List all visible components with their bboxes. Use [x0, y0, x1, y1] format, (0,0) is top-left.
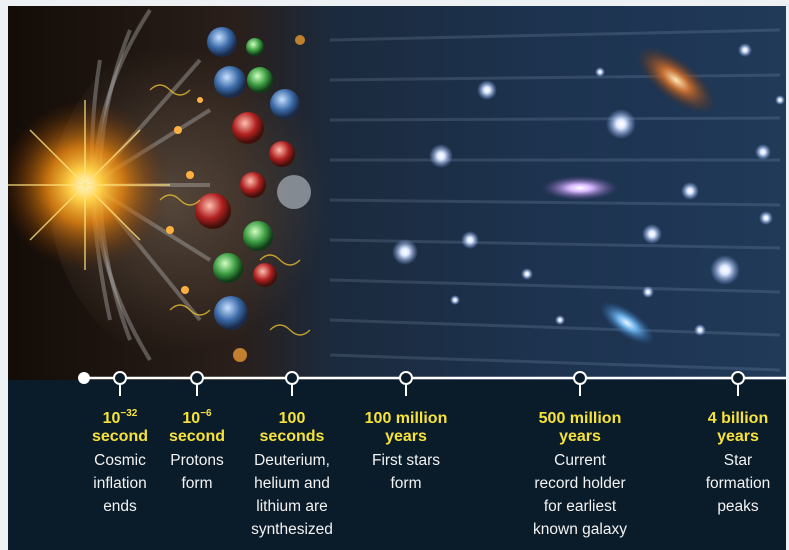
milestone-description-line: formation: [705, 475, 771, 492]
milestone-description: First stars form: [346, 449, 466, 495]
stars: [392, 43, 785, 336]
milestone-description: Deuterium, helium and lithium are synthesiz…: [232, 449, 352, 541]
photon-squiggles: [149, 84, 311, 336]
spiral-galaxy-blue: [599, 301, 655, 345]
milestone-time-value: 500 million: [538, 410, 622, 427]
milestone-description-line: synthesized: [251, 521, 333, 538]
milestone-time: 100: [232, 410, 352, 428]
milestone-time-value: 100 million: [364, 410, 448, 427]
milestone-time-unit: years: [559, 428, 601, 445]
milestone-description-line: First stars: [371, 452, 441, 469]
timeline-start-dot: [78, 372, 90, 384]
milestone-description-line: Cosmic: [94, 452, 146, 469]
milestone-time-unit: second: [91, 428, 148, 445]
milestone-description: Current record holder for earliest known ga…: [520, 449, 640, 541]
milestone-description-line: lithium are: [256, 498, 328, 515]
milestone-description-line: record holder: [534, 475, 626, 492]
milestone-time-unit: years: [385, 428, 427, 445]
milestone-time: 500 million: [520, 410, 640, 428]
particles: [166, 27, 311, 362]
milestone-time-value: 100: [278, 410, 306, 427]
milestone-description-line: peaks: [717, 498, 759, 515]
milestone-time: 10−32: [60, 408, 180, 428]
spiral-galaxy-purple: [542, 176, 618, 200]
frame-edge-top: [0, 0, 789, 6]
milestone-description-line: Current: [554, 452, 606, 469]
milestone-time-unit: years: [717, 428, 759, 445]
milestone-description-line: known galaxy: [533, 521, 627, 538]
milestone-description-line: Deuterium,: [254, 452, 330, 469]
milestone-time-value: 10: [102, 410, 121, 427]
milestone-description-line: form: [390, 475, 422, 492]
timeline-ticks: [113, 371, 745, 396]
milestone-time-unit: second: [168, 428, 225, 445]
milestone-time-value: 10: [182, 410, 201, 427]
spiral-galaxy-orange: [636, 46, 716, 114]
milestone-description-line: helium and: [254, 475, 330, 492]
label-band: [0, 380, 789, 550]
primordial-haze: [50, 10, 450, 390]
milestone-time-value: 4 billion: [707, 410, 769, 427]
milestone-description-line: form: [181, 475, 213, 492]
milestone-description-line: ends: [103, 498, 137, 515]
frame-edge-left: [0, 0, 8, 550]
milestone-description-line: Star: [723, 452, 753, 469]
milestone-time-exponent: −32: [120, 408, 138, 419]
milestone-description-line: inflation: [93, 475, 147, 492]
milestone-time: 4 billion: [678, 410, 789, 428]
milestone-description: Protons form: [137, 449, 257, 495]
milestone-description-line: Protons: [170, 452, 224, 469]
milestone-description: Cosmic inflation ends: [60, 449, 180, 518]
milestone-description-line: for earliest: [543, 498, 617, 515]
milestone-description: Star formation peaks: [678, 449, 789, 518]
frame-edge-right: [786, 0, 789, 550]
milestone-time: 10−6: [137, 408, 257, 428]
milestone-time-exponent: −6: [200, 408, 212, 419]
big-bang-rays: [0, 100, 170, 270]
milestone-time-unit: seconds: [259, 428, 325, 445]
milestone-time: 100 million: [346, 410, 466, 428]
